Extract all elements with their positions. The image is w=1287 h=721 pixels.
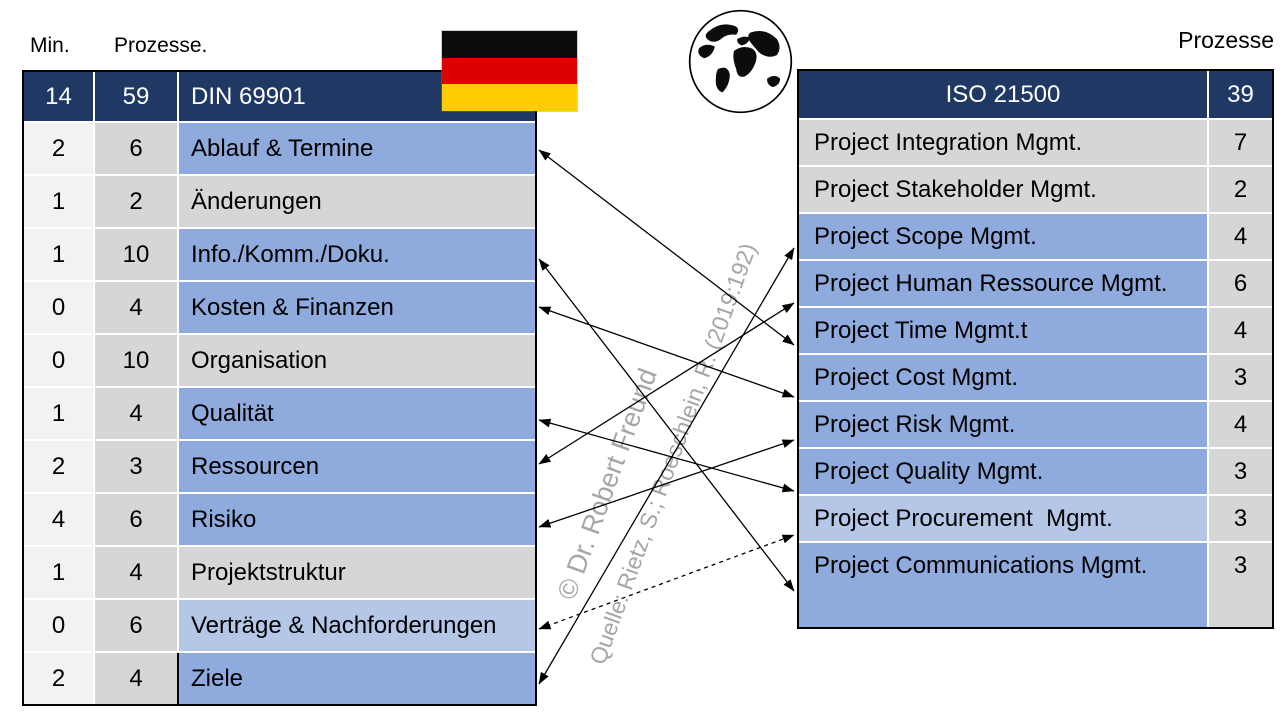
cell-name: Ablauf & Termine bbox=[177, 123, 535, 174]
cell-name: Info./Komm./Doku. bbox=[177, 229, 535, 280]
cell-name: Project Quality Mgmt. bbox=[799, 449, 1207, 494]
table-row: Project Time Mgmt.t 4 bbox=[799, 306, 1272, 353]
prozesse-column-label-left: Prozesse. bbox=[114, 34, 208, 57]
cell-count: 2 bbox=[93, 176, 177, 227]
cell-name: Änderungen bbox=[177, 176, 535, 227]
iso-process-total: 39 bbox=[1207, 71, 1272, 118]
cell-name: Project Human Ressource Mgmt. bbox=[799, 261, 1207, 306]
cell-name: Ressourcen bbox=[177, 441, 535, 492]
world-globe-icon bbox=[688, 9, 793, 114]
cell-count: 3 bbox=[1207, 496, 1272, 541]
din-min-total: 14 bbox=[45, 82, 72, 110]
iso-table-header-row: ISO 21500 39 bbox=[799, 71, 1272, 118]
prozesse-column-label-right: Prozesse bbox=[1178, 27, 1274, 53]
cell-count: 4 bbox=[93, 282, 177, 333]
table-row: 2 3 Ressourcen bbox=[24, 439, 535, 492]
cell-min: 1 bbox=[24, 176, 93, 227]
cell-count: 3 bbox=[1207, 449, 1272, 494]
cell-name: Project Communications Mgmt. bbox=[799, 543, 1207, 627]
cell-name: Project Cost Mgmt. bbox=[799, 355, 1207, 400]
cell-name: Organisation bbox=[177, 335, 535, 386]
cell-name: Project Procurement Mgmt. bbox=[799, 496, 1207, 541]
cell-min: 1 bbox=[24, 547, 93, 598]
table-row: 1 4 Projektstruktur bbox=[24, 545, 535, 598]
cell-count: 6 bbox=[93, 600, 177, 651]
cell-min: 2 bbox=[24, 653, 93, 704]
cell-count: 4 bbox=[93, 547, 177, 598]
din-69901-table: 14 59 DIN 69901 2 6 Ablauf & Termine 1 2… bbox=[22, 70, 537, 706]
din-process-total: 59 bbox=[93, 72, 177, 121]
cell-name: Project Scope Mgmt. bbox=[799, 214, 1207, 259]
table-row: Project Scope Mgmt. 4 bbox=[799, 212, 1272, 259]
cell-min: 2 bbox=[24, 441, 93, 492]
din-table-title: DIN 69901 bbox=[177, 72, 535, 121]
cell-name: Verträge & Nachforderungen bbox=[177, 600, 535, 651]
cell-count: 3 bbox=[1207, 355, 1272, 400]
cell-name: Project Risk Mgmt. bbox=[799, 402, 1207, 447]
cell-count: 3 bbox=[93, 441, 177, 492]
table-row: Project Stakeholder Mgmt. 2 bbox=[799, 165, 1272, 212]
table-row: 0 10 Organisation bbox=[24, 333, 535, 386]
cell-min: 4 bbox=[24, 494, 93, 545]
cell-name: Project Stakeholder Mgmt. bbox=[799, 167, 1207, 212]
cell-count: 4 bbox=[93, 653, 177, 704]
table-row: Project Quality Mgmt. 3 bbox=[799, 447, 1272, 494]
cell-min: 2 bbox=[24, 123, 93, 174]
cell-count: 4 bbox=[1207, 308, 1272, 353]
table-row: 2 4 Ziele bbox=[24, 651, 535, 704]
cell-name: Projektstruktur bbox=[177, 547, 535, 598]
cell-min: 1 bbox=[24, 229, 93, 280]
german-flag-icon bbox=[442, 31, 577, 112]
cell-count: 10 bbox=[93, 229, 177, 280]
cell-name: Project Integration Mgmt. bbox=[799, 120, 1207, 165]
cell-name: Qualität bbox=[177, 388, 535, 439]
cell-count: 4 bbox=[1207, 214, 1272, 259]
cell-count: 3 bbox=[1207, 543, 1272, 627]
cell-count: 7 bbox=[1207, 120, 1272, 165]
cell-min: 0 bbox=[24, 335, 93, 386]
table-row: Project Procurement Mgmt. 3 bbox=[799, 494, 1272, 541]
iso-21500-table: ISO 21500 39 Project Integration Mgmt. 7… bbox=[797, 69, 1274, 629]
flag-band-gold bbox=[442, 84, 577, 112]
cell-count: 10 bbox=[93, 335, 177, 386]
cell-count: 6 bbox=[1207, 261, 1272, 306]
table-row: Project Risk Mgmt. 4 bbox=[799, 400, 1272, 447]
cell-name: Risiko bbox=[177, 494, 535, 545]
cell-count: 4 bbox=[1207, 402, 1272, 447]
cell-name: Project Time Mgmt.t bbox=[799, 308, 1207, 353]
cell-count: 4 bbox=[93, 388, 177, 439]
table-row: Project Communications Mgmt. 3 bbox=[799, 541, 1272, 627]
table-row: Project Human Ressource Mgmt. 6 bbox=[799, 259, 1272, 306]
cell-min: 0 bbox=[24, 282, 93, 333]
cell-name: Kosten & Finanzen bbox=[177, 282, 535, 333]
cell-name: Ziele bbox=[177, 653, 535, 704]
cell-count: 2 bbox=[1207, 167, 1272, 212]
table-row: 0 4 Kosten & Finanzen bbox=[24, 280, 535, 333]
table-row: 2 6 Ablauf & Termine bbox=[24, 121, 535, 174]
flag-band-black bbox=[442, 31, 577, 58]
cell-count: 6 bbox=[93, 123, 177, 174]
iso-table-title: ISO 21500 bbox=[945, 80, 1061, 108]
cell-count: 6 bbox=[93, 494, 177, 545]
flag-band-red bbox=[442, 57, 577, 85]
table-row: 0 6 Verträge & Nachforderungen bbox=[24, 598, 535, 651]
table-row: 1 10 Info./Komm./Doku. bbox=[24, 227, 535, 280]
table-row: Project Cost Mgmt. 3 bbox=[799, 353, 1272, 400]
cell-min: 0 bbox=[24, 600, 93, 651]
table-row: 1 4 Qualität bbox=[24, 386, 535, 439]
min-column-label: Min. bbox=[30, 34, 70, 57]
table-row: 4 6 Risiko bbox=[24, 492, 535, 545]
table-row: Project Integration Mgmt. 7 bbox=[799, 118, 1272, 165]
connection-arrow-3 bbox=[538, 306, 795, 398]
cell-min: 1 bbox=[24, 388, 93, 439]
table-row: 1 2 Änderungen bbox=[24, 174, 535, 227]
